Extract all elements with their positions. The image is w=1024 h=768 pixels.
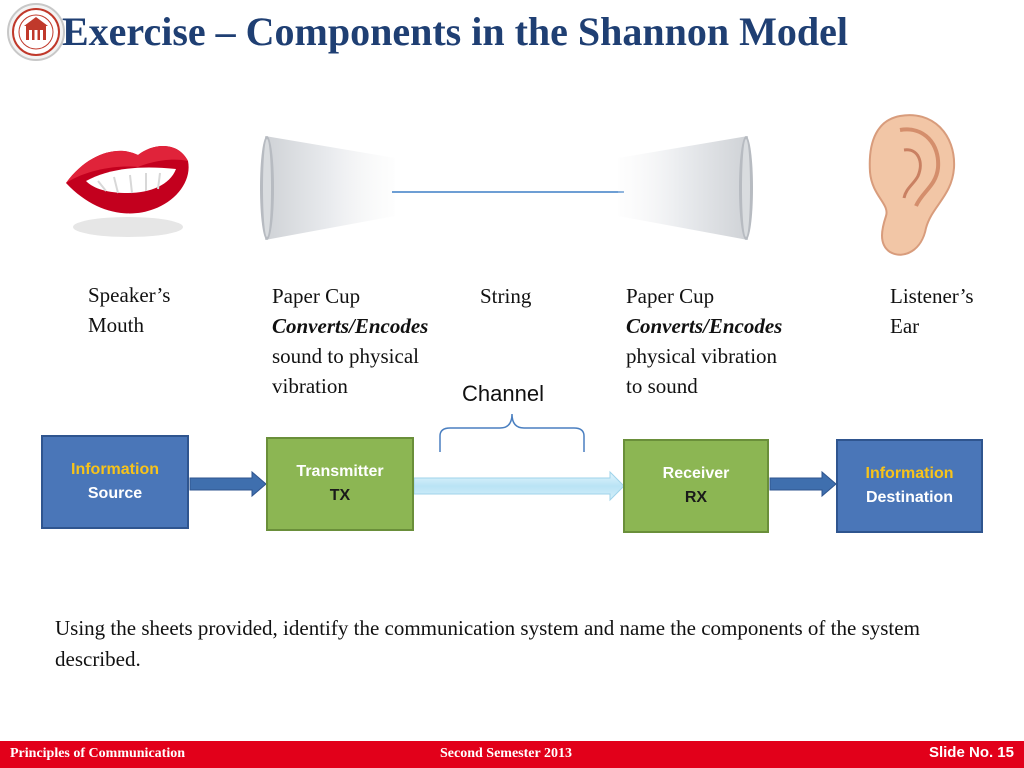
college-seal-logo [7,3,65,61]
ear-icon [868,114,956,256]
arrow-rx-to-destination [769,470,837,498]
arrow-source-to-tx [189,470,267,498]
mouth-icon [66,145,189,237]
information-destination-block: Information Destination [836,439,983,533]
footer-bar: Principles of Communication Second Semes… [0,741,1024,768]
listener-ear-label: Listener’s Ear [890,284,974,338]
footer-course: Principles of Communication [10,746,185,761]
paper-cup-right-label: Paper Cup Converts/Encodes physical vibr… [626,284,783,398]
paper-cup-left-label: Paper Cup Converts/Encodes sound to phys… [272,284,429,398]
slide-number: Slide No. 15 [928,744,1014,761]
string-line [392,191,624,193]
speaker-mouth-label: Speaker’s Mouth [88,283,171,337]
transmitter-block: Transmitter TX [266,437,414,531]
channel-arrow [413,470,625,502]
information-source-block: Information Source [41,435,189,529]
footer-semester: Second Semester 2013 [440,746,572,761]
receiver-block: Receiver RX [623,439,769,533]
channel-brace [439,413,585,452]
string-label: String [480,284,532,308]
instruction-text: Using the sheets provided, identify the … [55,616,920,671]
paper-cup-icon [260,136,395,240]
slide-title: Exercise – Components in the Shannon Mod… [62,9,849,54]
channel-label: Channel [462,381,544,406]
paper-cup-icon [618,136,753,240]
